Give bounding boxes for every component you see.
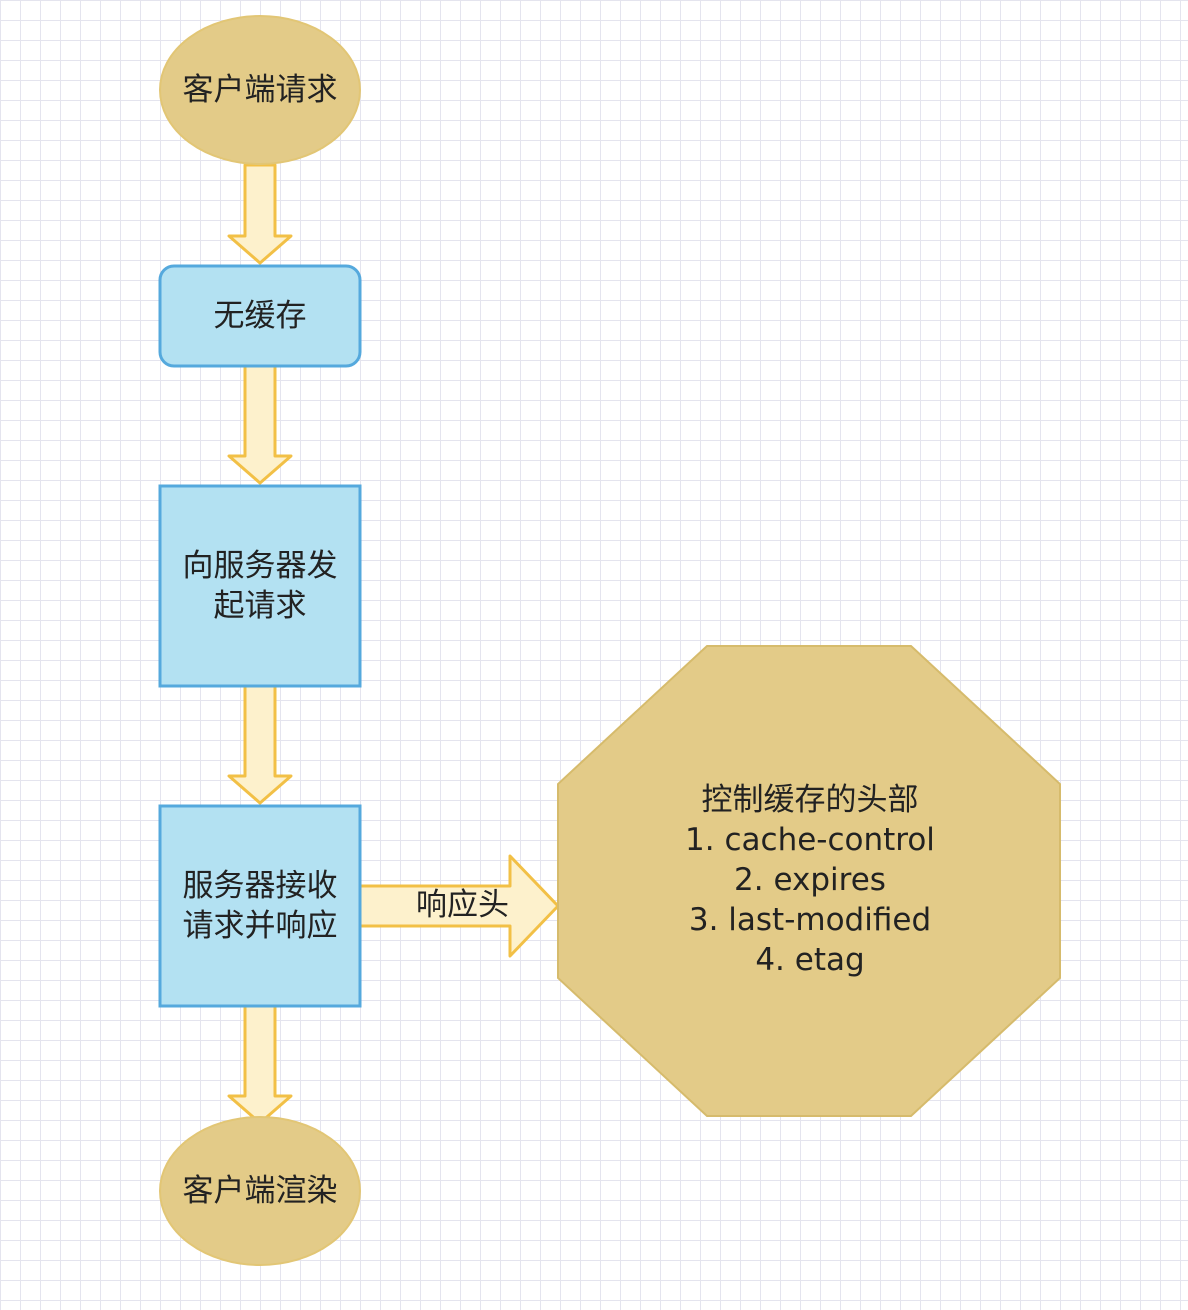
send-request-node-label: 向服务器发 起请求 <box>182 548 338 624</box>
arrow-no-cache-to-send-request <box>227 364 293 485</box>
cache-headers-node <box>557 645 1061 1117</box>
server-response-node-label: 服务器接收 请求并响应 <box>182 868 338 944</box>
arrow-server-response-to-end <box>227 1004 293 1125</box>
cache-headers-item-3: 3. last-modified <box>688 902 932 938</box>
cache-headers-text: 控制缓存的头部 1. cache-control 2. expires 3. l… <box>600 780 1020 980</box>
cache-headers-title: 控制缓存的头部 <box>701 782 919 818</box>
server-response-node <box>158 804 362 1008</box>
cache-headers-item-1: 1. cache-control <box>685 822 935 858</box>
end-node-label: 客户端渲染 <box>182 1173 338 1209</box>
start-node <box>159 15 361 165</box>
arrow-response-header <box>358 854 560 958</box>
no-cache-node-label: 无缓存 <box>213 298 307 334</box>
arrow-start-to-no-cache <box>227 163 293 265</box>
send-request-node <box>158 484 362 688</box>
arrow-send-request-to-server-response <box>227 684 293 805</box>
end-node <box>159 1116 361 1266</box>
cache-headers-item-2: 2. expires <box>734 862 886 898</box>
start-node-label: 客户端请求 <box>182 72 338 108</box>
response-header-label: 响应头 <box>416 887 509 923</box>
no-cache-node <box>158 264 362 368</box>
cache-headers-item-4: 4. etag <box>755 942 865 978</box>
